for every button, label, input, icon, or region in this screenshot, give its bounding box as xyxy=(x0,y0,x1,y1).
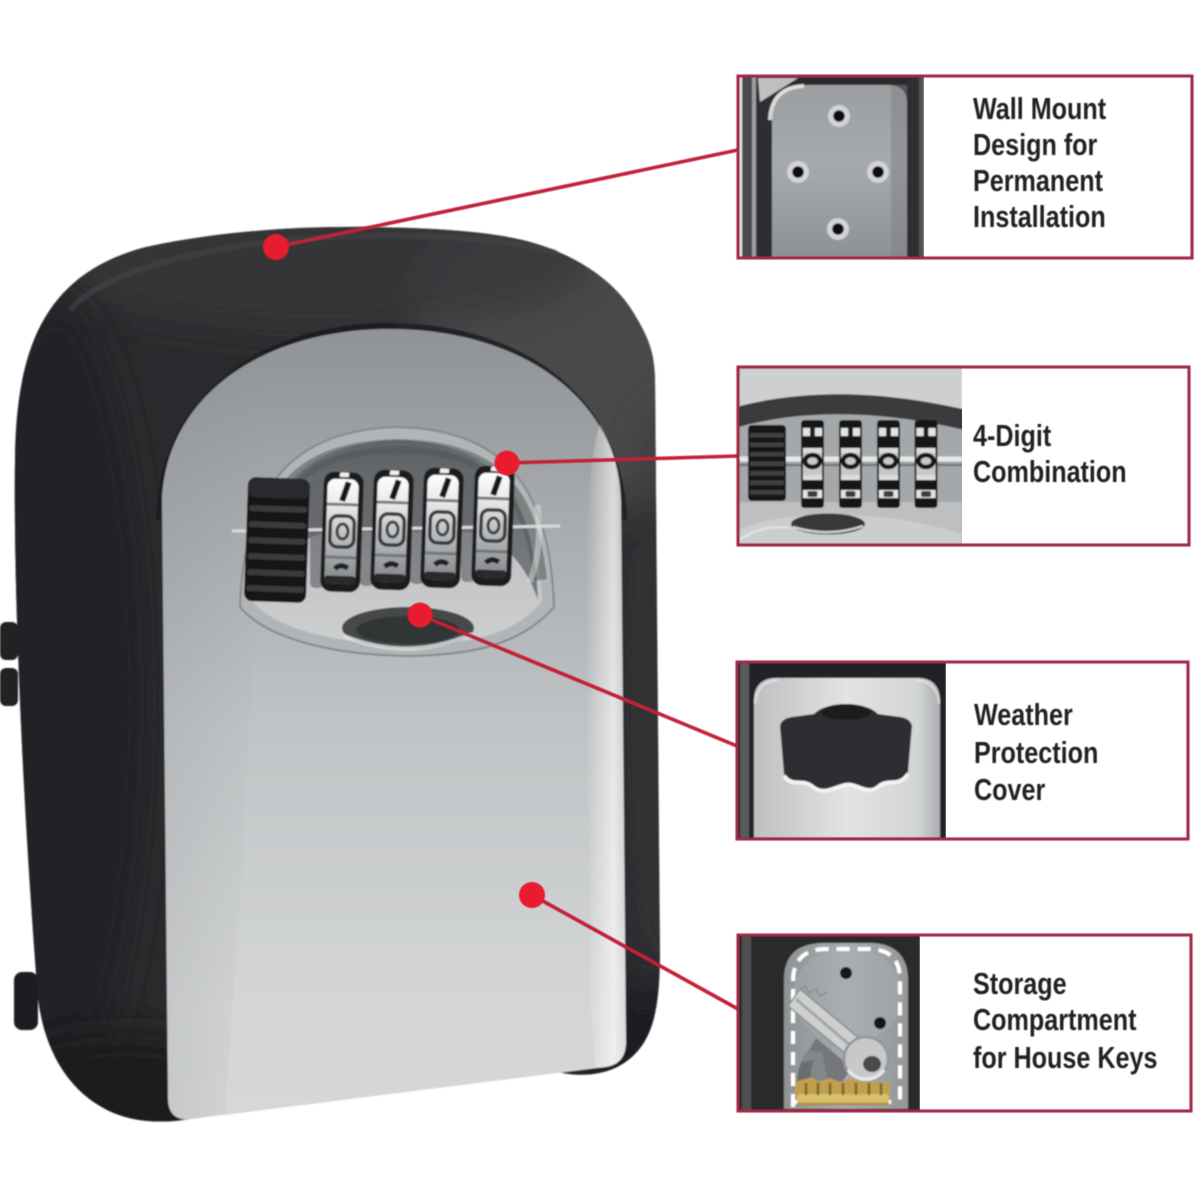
svg-text:Wall Mount: Wall Mount xyxy=(973,92,1106,126)
svg-text:for House Keys: for House Keys xyxy=(973,1041,1157,1075)
svg-text:Permanent: Permanent xyxy=(973,164,1103,198)
svg-text:Installation: Installation xyxy=(973,200,1106,234)
svg-text:Cover: Cover xyxy=(974,773,1045,807)
svg-text:Storage: Storage xyxy=(973,967,1067,1001)
svg-text:Design for: Design for xyxy=(973,128,1097,162)
svg-text:Weather: Weather xyxy=(974,698,1073,732)
svg-text:Combination: Combination xyxy=(973,455,1127,489)
svg-text:4-Digit: 4-Digit xyxy=(973,419,1051,453)
svg-text:Compartment: Compartment xyxy=(973,1003,1136,1037)
svg-text:Protection: Protection xyxy=(974,736,1098,770)
